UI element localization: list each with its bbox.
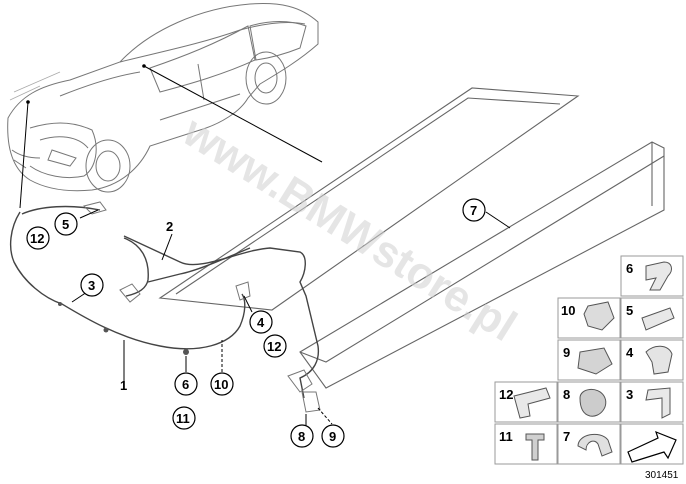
angle-bracket-icon — [513, 387, 551, 419]
callout-12-upper[interactable]: 12 — [26, 226, 50, 250]
legend-cell[interactable] — [494, 423, 558, 465]
callout-9[interactable]: 9 — [321, 424, 345, 448]
legend-label-8: 8 — [563, 387, 570, 402]
document-number: 301451 — [645, 470, 679, 481]
leader-lines — [71, 209, 511, 426]
legend-cell[interactable] — [620, 381, 684, 423]
car-outline-icon — [7, 3, 319, 193]
leader-line — [143, 65, 323, 163]
legend-label-10: 10 — [561, 303, 575, 318]
arrow-icon — [627, 430, 677, 463]
callout-5[interactable]: 5 — [54, 212, 78, 236]
callout-7[interactable]: 7 — [462, 198, 486, 222]
legend-label-7: 7 — [563, 429, 570, 444]
callout-1-label: 1 — [120, 378, 127, 393]
callout-2-label: 2 — [166, 219, 173, 234]
legend-label-12: 12 — [499, 387, 513, 402]
callout-11-label: 11 — [176, 411, 190, 426]
callout-3-label: 3 — [88, 278, 95, 293]
callout-5-label: 5 — [62, 217, 69, 232]
l-bracket-icon — [645, 387, 671, 419]
callout-9-label: 9 — [329, 429, 336, 444]
legend-label-4: 4 — [626, 345, 634, 360]
callout-4-label: 4 — [257, 315, 265, 330]
legend-label-11: 11 — [499, 429, 513, 444]
callout-7-label: 7 — [470, 203, 477, 218]
callout-12-lower[interactable]: 12 — [263, 334, 287, 358]
round-grommet-icon — [579, 389, 607, 417]
callout-3[interactable]: 3 — [80, 273, 104, 297]
callout-12-lower-label: 12 — [267, 339, 281, 354]
callout-6[interactable]: 6 — [174, 372, 198, 396]
callout-2[interactable]: 2 — [166, 219, 173, 234]
hook-clip-icon — [645, 345, 673, 375]
legend-label-9: 9 — [563, 345, 570, 360]
callout-10[interactable]: 10 — [210, 372, 234, 396]
leader-line — [19, 101, 29, 209]
callout-12-upper-label: 12 — [30, 231, 44, 246]
callout-10-label: 10 — [214, 377, 228, 392]
cable-clamp-icon — [577, 433, 613, 457]
leader-dot — [142, 64, 146, 68]
watermark-text: www.BMWstore.pl — [174, 106, 525, 351]
callout-8[interactable]: 8 — [290, 424, 314, 448]
callout-4[interactable]: 4 — [249, 310, 273, 334]
callout-8-label: 8 — [298, 429, 305, 444]
cable-channel-icon — [158, 87, 665, 389]
callout-11[interactable]: 11 — [172, 406, 196, 430]
legend-label-5: 5 — [626, 303, 633, 318]
callout-1[interactable]: 1 — [120, 378, 127, 393]
leader-dot — [26, 100, 30, 104]
bolt-icon — [525, 433, 545, 461]
parts-legend: 6 10 5 9 4 12 8 3 11 7 301451 — [494, 255, 684, 481]
legend-label-3: 3 — [626, 387, 633, 402]
bracket-icon — [645, 261, 672, 291]
grommet-icon — [577, 347, 613, 375]
callout-6-label: 6 — [182, 377, 189, 392]
legend-label-6: 6 — [626, 261, 633, 276]
clip-plate-icon — [641, 307, 675, 331]
clip-icon — [583, 301, 615, 331]
cable-harness-icon — [9, 201, 321, 413]
